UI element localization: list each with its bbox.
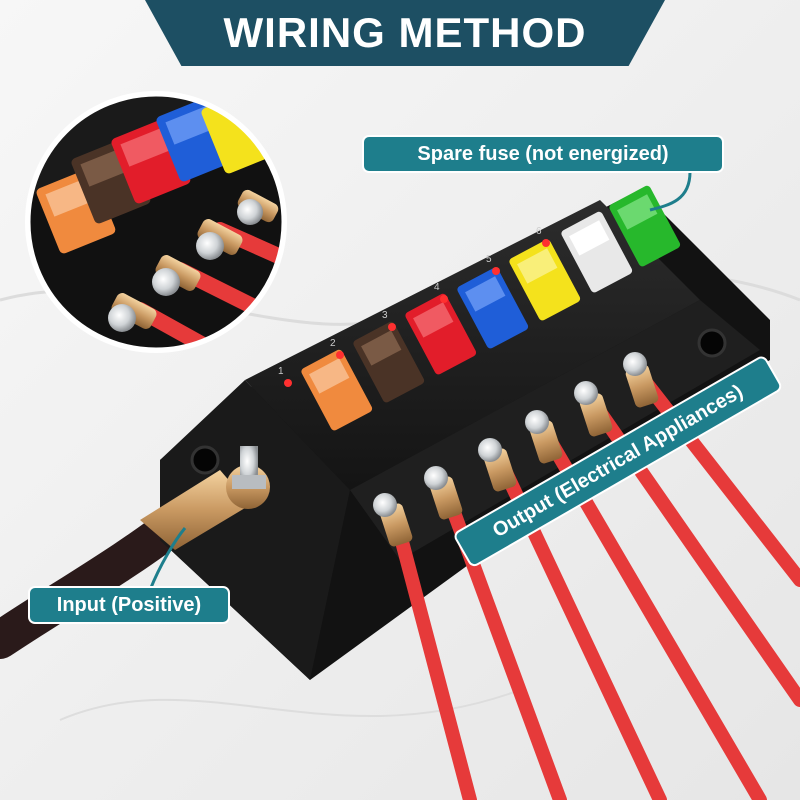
led-indicator: [336, 351, 344, 359]
output-terminals: [373, 352, 659, 547]
inset-terminal: [152, 255, 201, 296]
input-nut: [232, 475, 266, 489]
terminal: [424, 466, 463, 520]
inset-terminal: [237, 189, 279, 225]
input-ring-terminal: [140, 470, 250, 550]
fuse-indicators: 1 2 3 4 5 6: [278, 226, 550, 387]
led-indicator: [284, 379, 292, 387]
spare-fuse-callout-line: [649, 171, 692, 212]
terminal: [623, 352, 659, 408]
led-indicator: [542, 239, 550, 247]
fuse-number: 1: [278, 366, 284, 377]
zoom-inset: [25, 91, 287, 353]
fuse-number: 5: [486, 254, 492, 265]
mounting-hole: [190, 445, 220, 475]
input-stud: [240, 446, 258, 484]
input-callout-line: [148, 527, 187, 591]
page-title: WIRING METHOD: [223, 9, 587, 56]
led-indicator: [440, 295, 448, 303]
fuse-clear: [561, 211, 633, 293]
terminal: [478, 438, 517, 492]
input-label: Input (Positive): [28, 586, 230, 624]
input-label-text: Input (Positive): [56, 593, 202, 616]
fuse-number: 6: [536, 226, 542, 237]
output-wire: [388, 508, 477, 800]
inset-terminal: [108, 293, 157, 332]
inset-terminal: [196, 219, 243, 260]
fuse-red: [405, 293, 477, 375]
fuse-yellow: [509, 239, 581, 321]
spare-fuse-label-text: Spare fuse (not energized): [417, 142, 669, 165]
terminal: [574, 381, 613, 437]
fuses: [301, 185, 681, 431]
fuse-green-spare: [609, 185, 681, 267]
fuse-number: 3: [382, 310, 388, 321]
terminal: [373, 493, 413, 547]
fuse-brown: [353, 321, 425, 403]
fuse-orange: [301, 349, 373, 431]
terminal: [525, 410, 563, 464]
mounting-hole: [697, 328, 727, 358]
led-indicator: [492, 267, 500, 275]
led-indicator: [388, 323, 396, 331]
fuse-blue: [457, 267, 529, 349]
fuse-number: 4: [434, 282, 440, 293]
spare-fuse-label: Spare fuse (not energized): [362, 135, 724, 173]
fuse-number: 2: [330, 338, 336, 349]
input-terminal: [140, 446, 270, 550]
title-banner: WIRING METHOD: [145, 0, 665, 66]
